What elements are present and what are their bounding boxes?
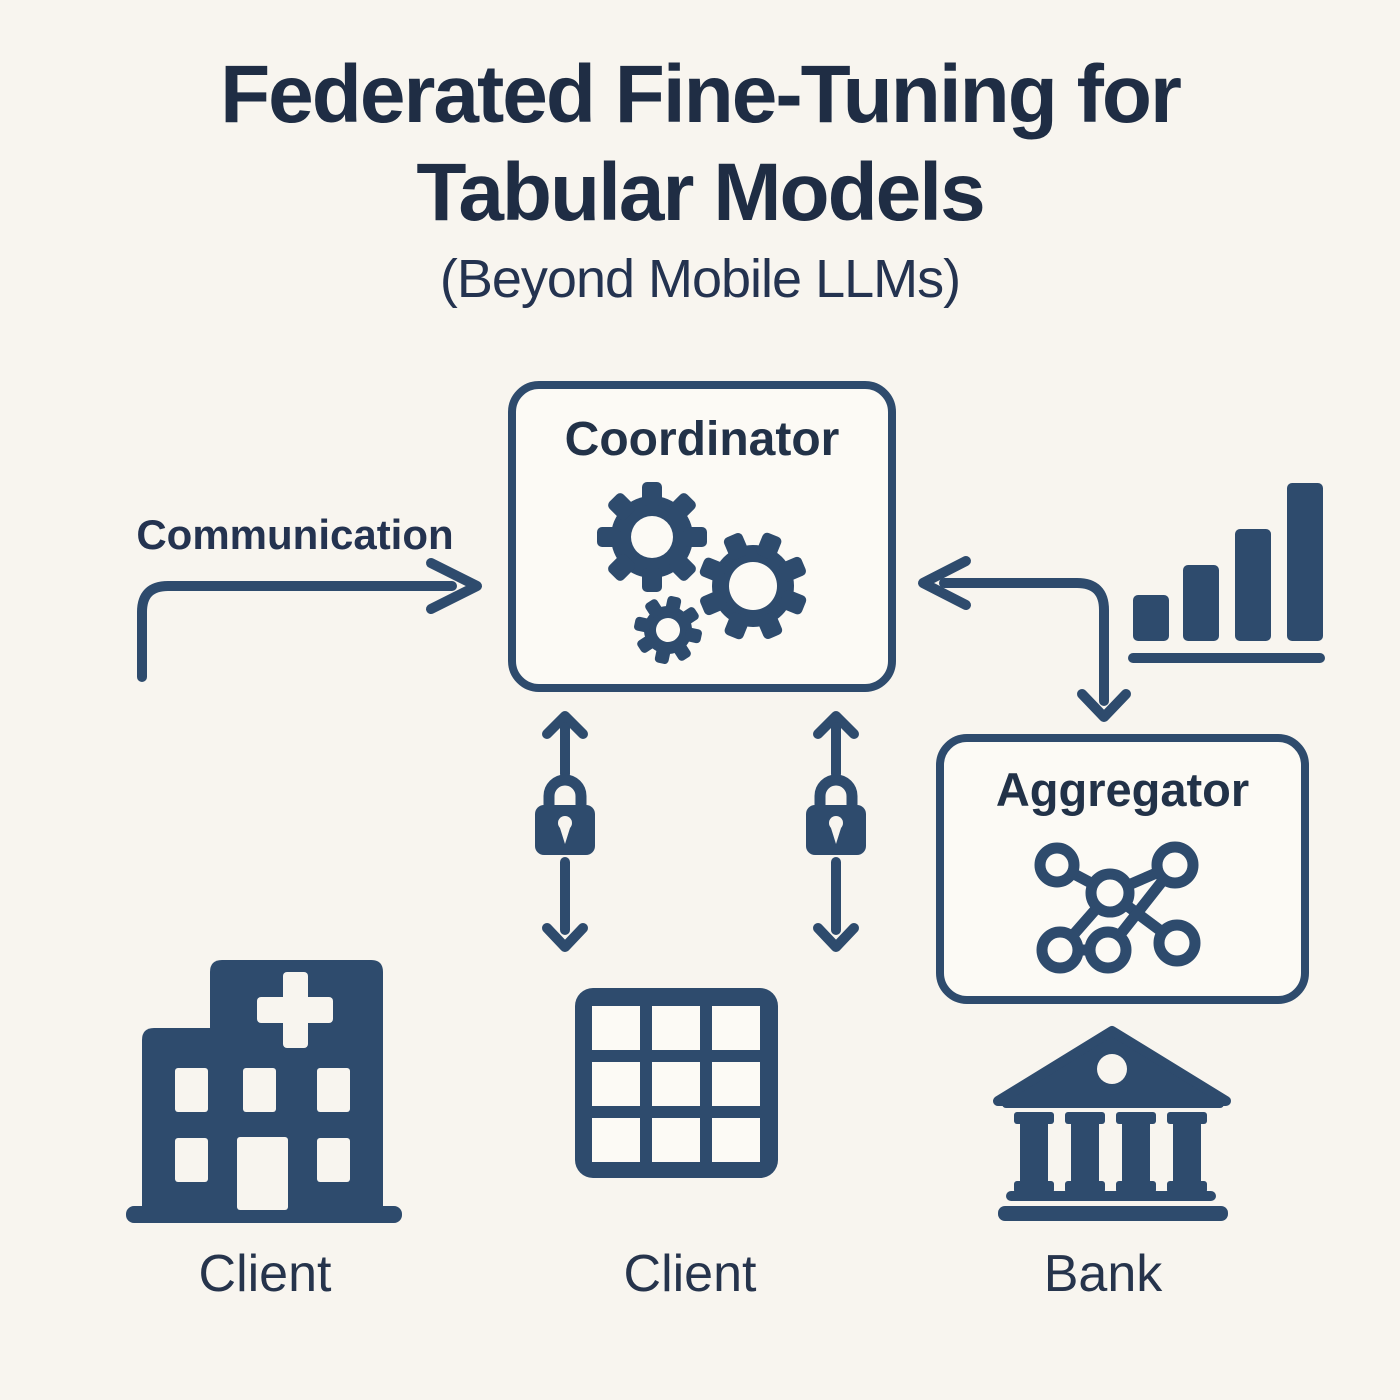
arrowhead-up (542, 711, 588, 739)
lock-icon (806, 774, 866, 855)
page-title-line-2: Tabular Models (416, 147, 985, 238)
bank-icon (993, 1026, 1231, 1221)
network-graph-icon (1034, 841, 1201, 974)
data-table-icon (575, 988, 778, 1178)
gears-icon (597, 482, 807, 664)
client-table-label: Client (623, 1245, 757, 1303)
lock-icon (535, 774, 595, 855)
communication-label: Communication (136, 511, 454, 558)
communication-arrow (137, 558, 482, 682)
aggregator-box (936, 734, 1309, 1004)
arrowhead-down (542, 923, 588, 952)
arrowhead-right (426, 558, 482, 614)
hospital-building-icon (126, 960, 402, 1223)
arrowhead-up (813, 711, 859, 739)
aggregator-arrow (918, 556, 1131, 722)
door (237, 1137, 288, 1210)
gear-small (634, 596, 702, 664)
page-title-line-1: Federated Fine-Tuning for (220, 49, 1182, 140)
arrowhead-down (813, 923, 859, 952)
gear-large-right (699, 532, 807, 640)
secure-link-left (535, 711, 595, 952)
secure-link-right (806, 711, 866, 952)
page-subtitle: (Beyond Mobile LLMs) (439, 249, 961, 309)
client-hospital-label: Client (198, 1245, 332, 1303)
gear-large-left (597, 482, 707, 592)
arrowhead-left (918, 556, 971, 610)
aggregator-label: Aggregator (995, 763, 1250, 816)
bar-chart-icon (1128, 483, 1325, 663)
cross-icon (257, 997, 333, 1023)
bank-label: Bank (1043, 1245, 1163, 1303)
coordinator-label: Coordinator (564, 413, 840, 466)
arrowhead-down (1077, 689, 1131, 722)
